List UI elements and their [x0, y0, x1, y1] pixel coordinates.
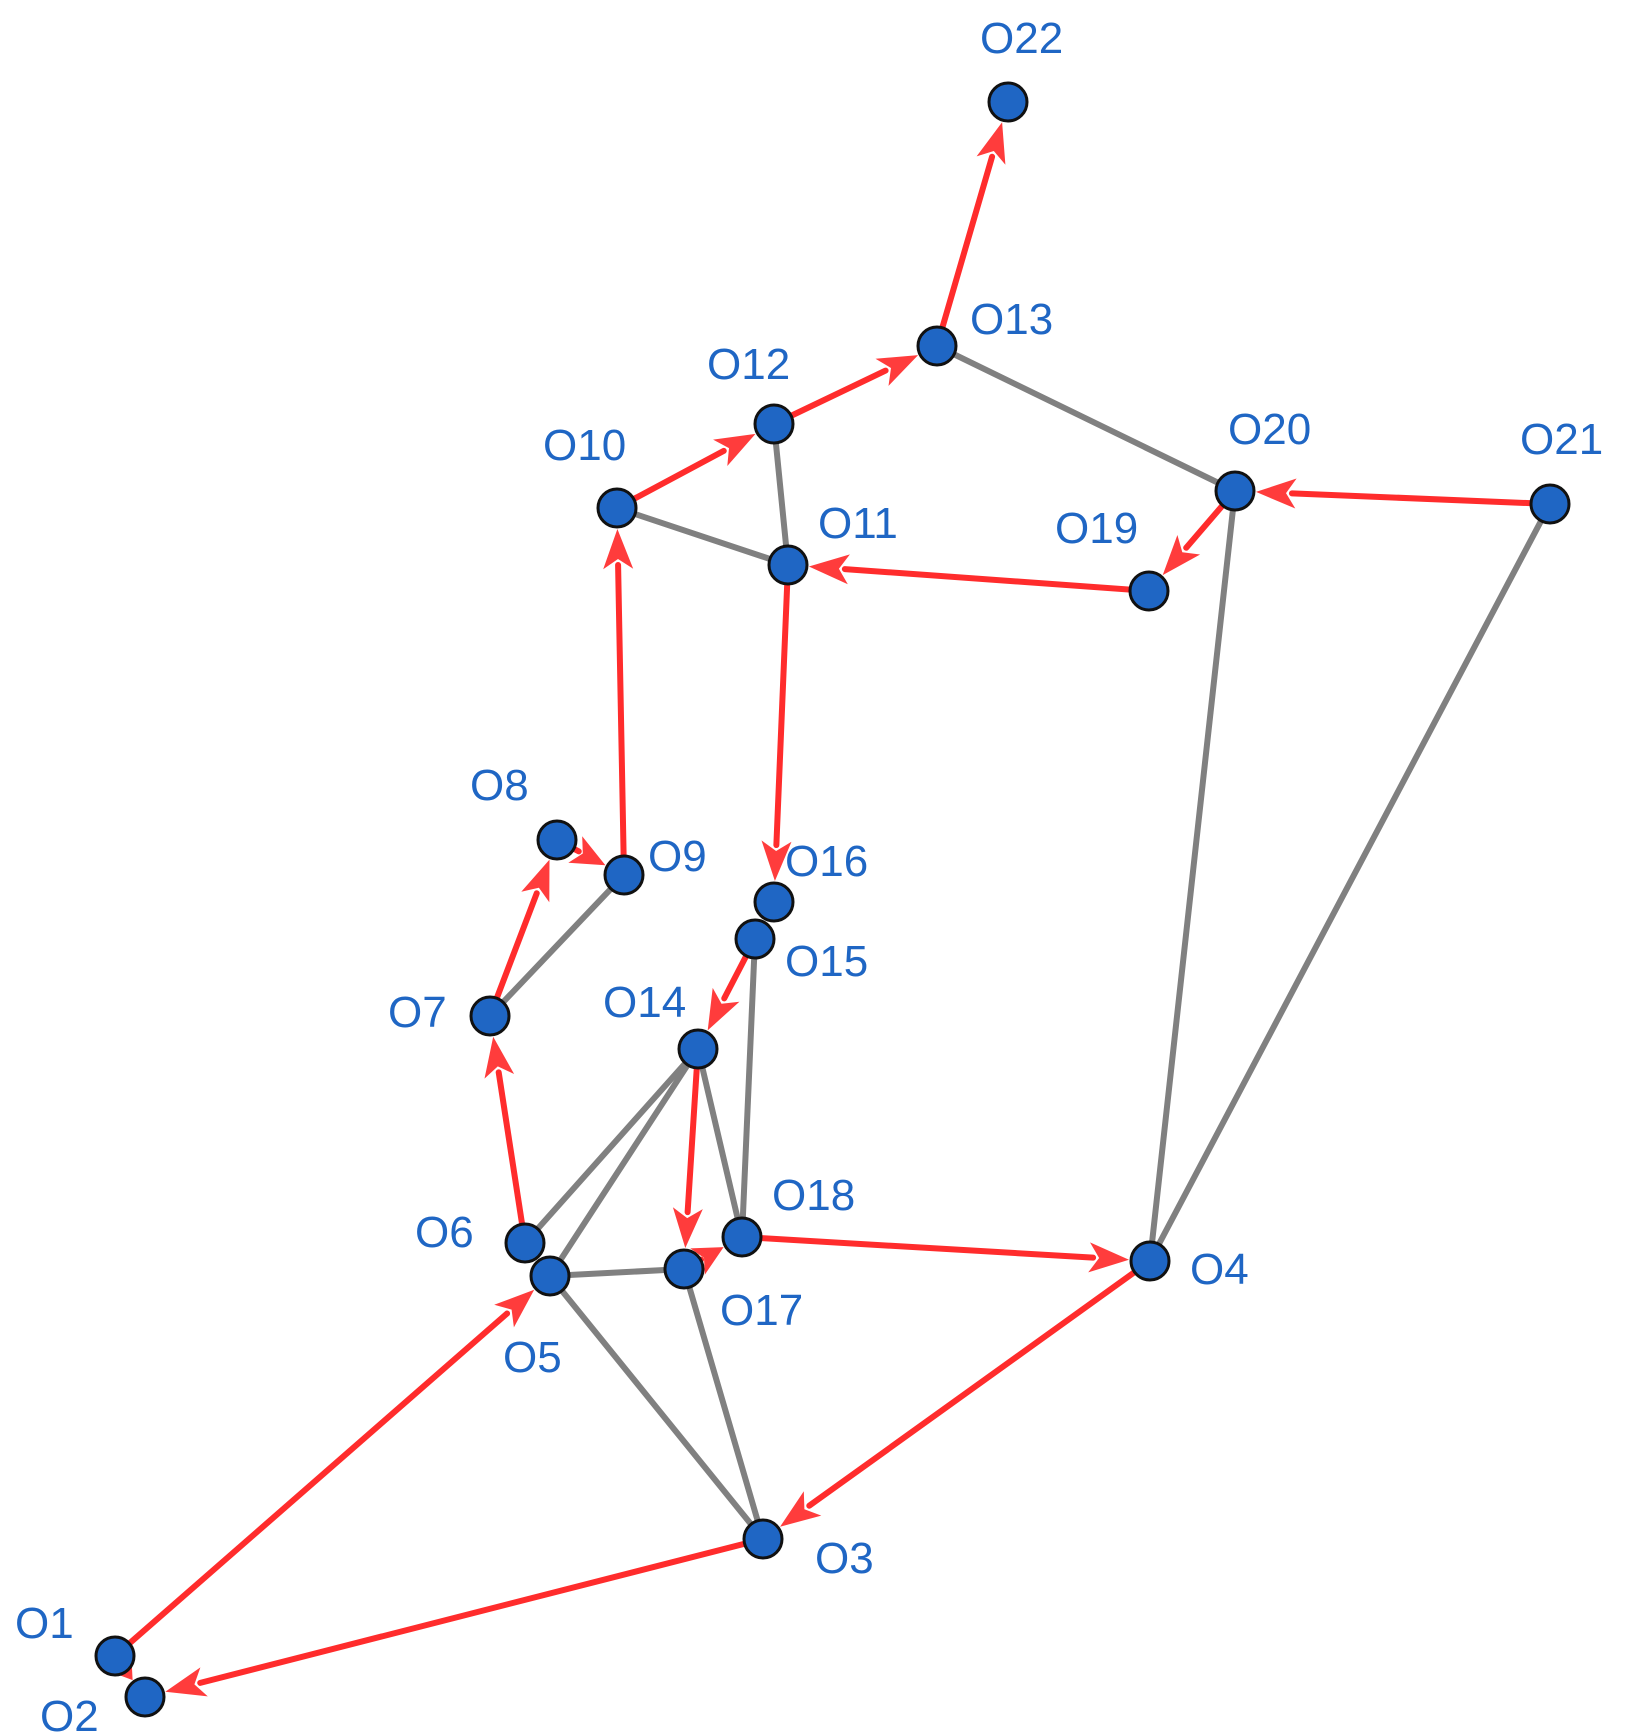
edge-o5-o14 [547, 1046, 701, 1279]
node-o4 [1129, 1240, 1171, 1282]
node-o18 [721, 1216, 763, 1258]
node-label-o12: O12 [707, 340, 790, 389]
arrow-o18-o4 [739, 1234, 1129, 1273]
node-o21 [1529, 483, 1571, 525]
node-o10 [596, 487, 638, 529]
arrow-o14-o17 [672, 1046, 703, 1248]
arrow-o7-o8 [487, 859, 550, 1019]
arrow-o9-o10 [603, 529, 634, 878]
node-o20 [1214, 470, 1256, 512]
node-label-o4: O4 [1190, 1245, 1249, 1294]
arrow-o13-o22 [934, 122, 1006, 349]
arrow-o21-o20 [1256, 478, 1553, 509]
node-label-o20: O20 [1228, 405, 1311, 454]
arrow-o11-o16 [761, 562, 792, 881]
node-o22 [987, 81, 1029, 123]
node-o13 [916, 325, 958, 367]
edge-o7-o9 [487, 872, 627, 1019]
node-o16 [753, 881, 795, 923]
edge-o5-o17 [547, 1266, 687, 1279]
arrow-o12-o13 [771, 355, 919, 427]
edge-o6-o14 [522, 1046, 701, 1246]
node-o1 [94, 1635, 136, 1677]
arrow-o4-o3 [780, 1258, 1153, 1527]
node-o6 [504, 1222, 546, 1264]
node-o11 [767, 544, 809, 586]
edge-o17-o3 [681, 1266, 766, 1542]
node-label-o19: O19 [1055, 504, 1138, 553]
node-label-o17: O17 [720, 1286, 803, 1335]
undirected-edges [487, 343, 1553, 1542]
node-label-o5: O5 [503, 1333, 562, 1382]
arrow-o6-o7 [484, 1036, 528, 1246]
node-label-o13: O13 [970, 295, 1053, 344]
arrow-o3-o2 [165, 1536, 766, 1697]
node-label-o3: O3 [815, 1534, 874, 1583]
node-o14 [677, 1028, 719, 1070]
node-o17 [663, 1248, 705, 1290]
node-o8 [536, 819, 578, 861]
edge-o14-o18 [695, 1046, 745, 1240]
node-label-o22: O22 [980, 14, 1063, 63]
node-label-o8: O8 [470, 761, 529, 810]
node-label-o6: O6 [415, 1208, 474, 1257]
node-o2 [124, 1676, 166, 1718]
node-label-o1: O1 [15, 1599, 74, 1648]
edge-o5-o3 [547, 1273, 766, 1542]
node-o12 [753, 403, 795, 445]
edge-o13-o20 [934, 343, 1238, 494]
node-label-o2: O2 [40, 1692, 99, 1735]
arrow-o1-o5 [112, 1289, 535, 1659]
arrow-o10-o12 [614, 433, 756, 511]
node-o9 [603, 854, 645, 896]
edge-o20-o4 [1147, 488, 1238, 1264]
node-o5 [529, 1255, 571, 1297]
node-label-o9: O9 [648, 832, 707, 881]
node-label-o15: O15 [785, 937, 868, 986]
edge-o11-o12 [771, 421, 791, 568]
edge-o21-o4 [1147, 501, 1553, 1264]
arrow-o19-o11 [808, 554, 1152, 594]
edge-o10-o11 [614, 505, 791, 568]
node-o19 [1128, 570, 1170, 612]
nodes [94, 81, 1571, 1718]
node-label-o10: O10 [543, 421, 626, 470]
node-label-o7: O7 [388, 988, 447, 1037]
node-label-o16: O16 [785, 837, 868, 886]
node-o3 [742, 1518, 784, 1560]
node-label-o14: O14 [603, 978, 686, 1027]
node-label-o11: O11 [818, 499, 898, 548]
edge-o18-o15 [739, 936, 758, 1240]
node-label-o21: O21 [1520, 415, 1603, 464]
node-o7 [469, 995, 511, 1037]
node-o15 [734, 918, 776, 960]
node-label-o18: O18 [772, 1171, 855, 1220]
node-labels: O1O2O3O4O5O6O7O8O9O10O11O12O13O14O15O16O… [15, 14, 1603, 1735]
